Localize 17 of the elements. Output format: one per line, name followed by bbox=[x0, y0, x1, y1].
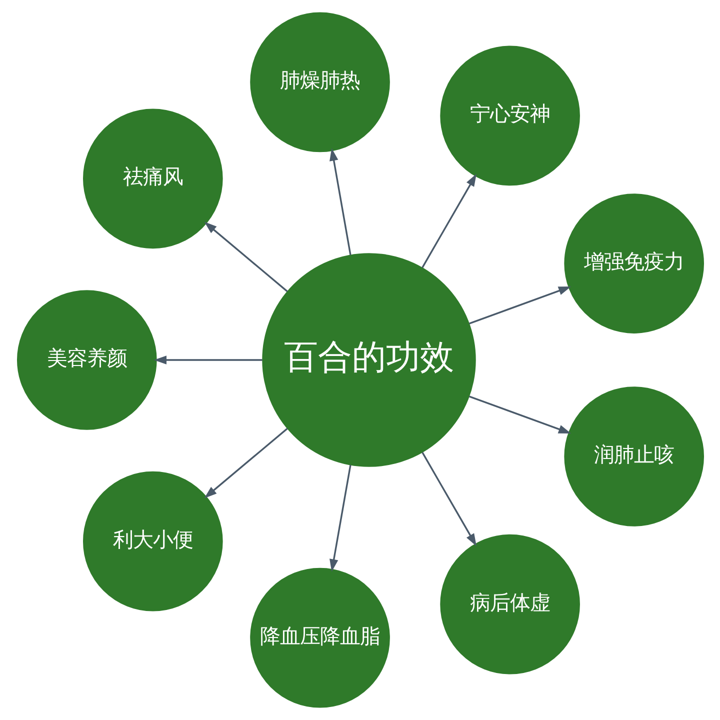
arrow bbox=[153, 356, 262, 364]
node-circle: 降血压降血脂 bbox=[250, 568, 390, 708]
node-circle: 百合的功效 bbox=[262, 253, 476, 467]
node-circle: 肺燥肺热 bbox=[250, 12, 390, 152]
arrow bbox=[468, 286, 571, 324]
arrow bbox=[204, 222, 288, 292]
arrow bbox=[204, 428, 288, 498]
node-circle: 祛痛风 bbox=[82, 108, 222, 249]
node-circle: 增强免疫力 bbox=[564, 194, 704, 334]
arrow bbox=[468, 396, 571, 434]
arrow bbox=[421, 174, 476, 268]
arrow bbox=[329, 148, 351, 256]
node-circle: 美容养颜 bbox=[16, 290, 156, 430]
node-circle: 利大小便 bbox=[82, 471, 222, 612]
arrow bbox=[329, 464, 351, 572]
arrow bbox=[421, 452, 476, 546]
node-circle: 润肺止咳 bbox=[564, 386, 704, 526]
